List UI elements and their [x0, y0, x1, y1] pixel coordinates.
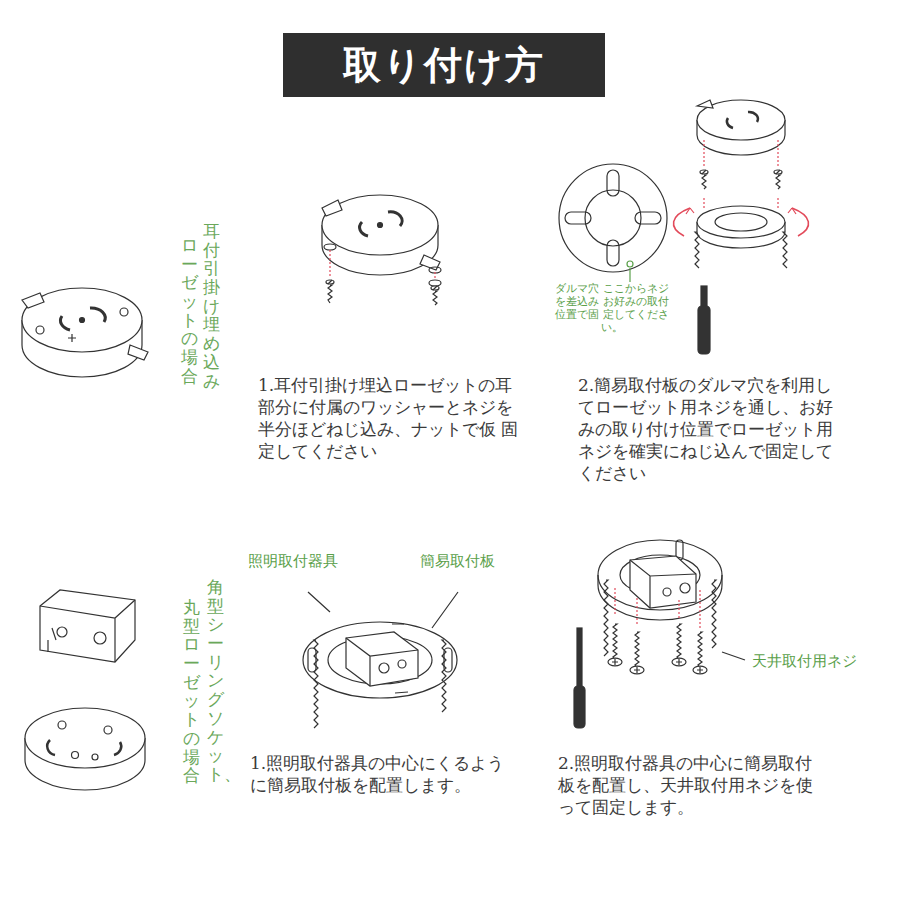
vertical-heading: 丸型ローゼットの場合: [183, 598, 200, 785]
round-rosette: [25, 708, 145, 790]
part-label: 天井取付用ネジ: [750, 652, 859, 671]
rosette-with-screws: [322, 195, 441, 286]
vertical-heading: 耳付引掛け埋め込み: [203, 222, 220, 390]
title: 取り付け方: [343, 40, 545, 91]
vertical-heading: 角型シーリングソケット、: [207, 578, 224, 784]
step-text: 1.照明取付器具の中心にくるように簡易取付板を配置します。: [250, 752, 508, 796]
vertical-heading: ローゼットの場合: [181, 236, 198, 386]
simple-mounting-plate: [559, 164, 667, 282]
square-ceiling-socket: [40, 590, 135, 662]
step-text: 1.耳付引掛け埋込ローゼットの耳部分に付属のワッシャーとネジを半分ほどねじ込み、…: [258, 374, 526, 462]
part-label: 簡易取付板: [418, 552, 497, 571]
part-label: 照明取付器具: [246, 552, 340, 571]
step-text: 2.簡易取付板のダルマ穴を利用してローゼット用ネジを通し、お好みの取り付け位置で…: [578, 374, 836, 484]
rosette-figure: [22, 288, 148, 377]
plate-around-fixture: [303, 592, 458, 698]
rosette-above-plate: [673, 100, 808, 354]
title-bar: 取り付け方: [283, 33, 605, 97]
step-text: 2.照明取付器具の中心に簡易取付板を配置し、天井取付用ネジを使って固定します。: [558, 752, 816, 818]
callout-note: ダルマ穴 ここからネジを差込み お好みの取付位置で固 定してください。: [552, 282, 672, 334]
plate-with-fixture-ceiling: [574, 540, 745, 728]
